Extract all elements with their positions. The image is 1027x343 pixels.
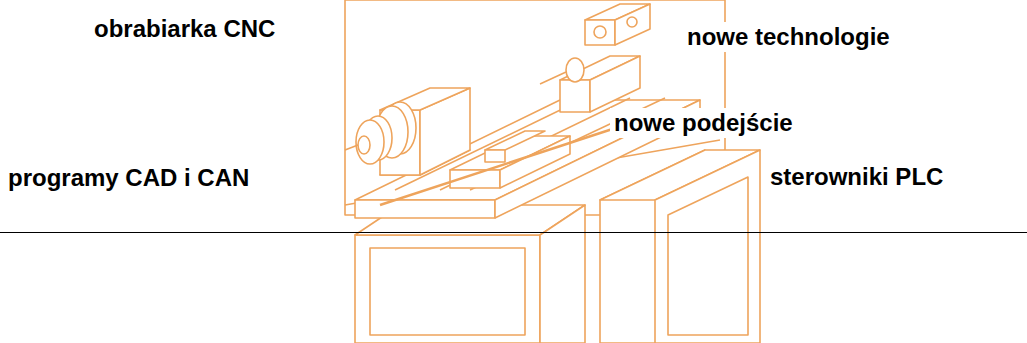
text-label: nowe podejście bbox=[610, 108, 797, 138]
text-label: nowe technologie bbox=[683, 22, 894, 52]
text-label: sterowniki PLC bbox=[766, 162, 947, 192]
divider-line bbox=[0, 232, 1027, 233]
text-label: programy CAD i CAN bbox=[4, 163, 253, 193]
text-label: obrabiarka CNC bbox=[90, 14, 279, 44]
left-cabinet bbox=[355, 235, 540, 343]
